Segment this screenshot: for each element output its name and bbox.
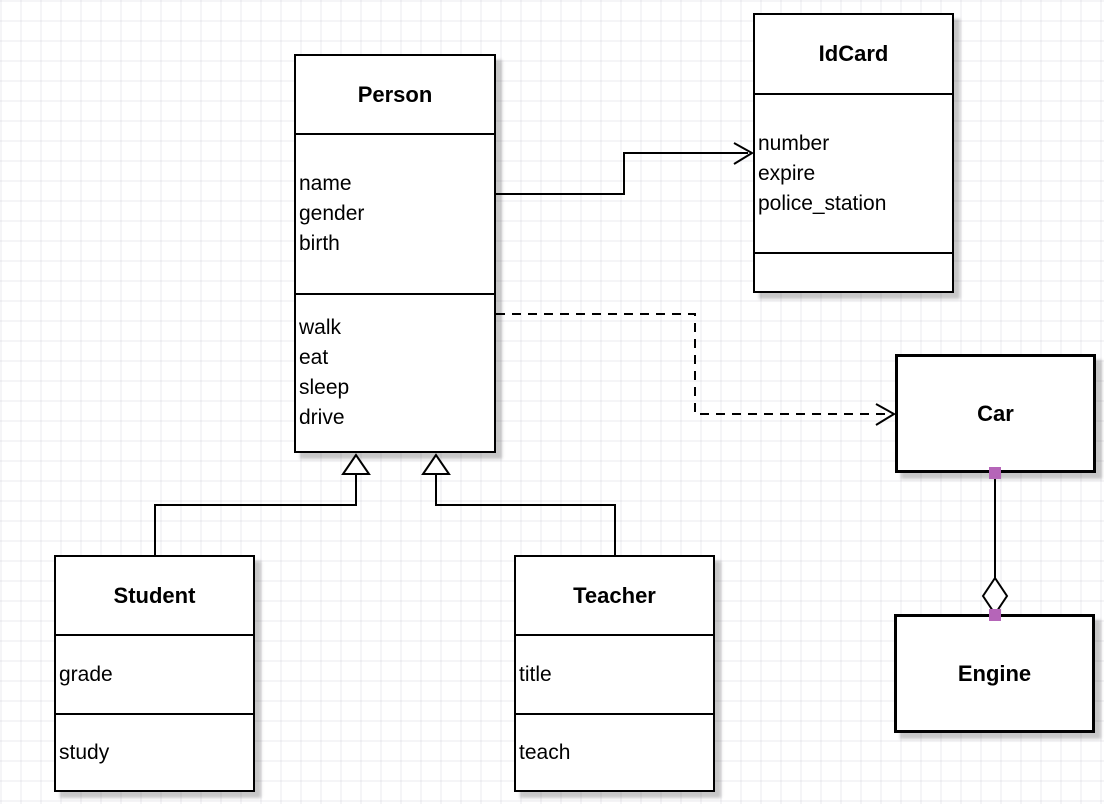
hollow-triangle-icon: [421, 453, 451, 475]
method-item: drive: [299, 406, 345, 429]
class-title-teacher: Teacher: [516, 557, 713, 636]
class-title-person: Person: [296, 56, 494, 135]
attribute-item: birth: [299, 232, 340, 255]
student-attributes-section: grade: [56, 636, 253, 715]
class-title-car: Car: [977, 400, 1014, 426]
class-box-car[interactable]: Car: [895, 354, 1096, 473]
hollow-diamond-icon: [981, 576, 1009, 616]
idcard-methods-section: [755, 254, 952, 291]
hollow-triangle-icon: [341, 453, 371, 475]
teacher-methods-section: teach: [516, 715, 713, 790]
attribute-item: number: [758, 131, 830, 155]
generalization-student-person[interactable]: [154, 474, 357, 555]
attribute-item: gender: [299, 202, 365, 225]
class-title-student: Student: [56, 557, 253, 636]
attribute-item: expire: [758, 161, 816, 185]
student-methods-section: study: [56, 715, 253, 790]
class-title-engine: Engine: [957, 660, 1032, 686]
teacher-attributes-section: title: [516, 636, 713, 715]
method-item: sleep: [299, 376, 350, 399]
idcard-attributes-section: number expire police_station: [755, 95, 952, 254]
class-box-person[interactable]: Person name gender birth walk eat sleep …: [294, 54, 496, 453]
method-item: study: [59, 740, 110, 764]
person-methods-section: walk eat sleep drive: [296, 295, 494, 451]
attribute-item: name: [299, 172, 352, 195]
class-title-idcard: IdCard: [755, 15, 952, 95]
association-person-idcard[interactable]: [496, 152, 748, 195]
method-item: walk: [299, 316, 342, 339]
class-box-engine[interactable]: Engine: [894, 614, 1095, 733]
method-item: teach: [519, 740, 571, 764]
person-attributes-section: name gender birth: [296, 135, 494, 295]
class-box-idcard[interactable]: IdCard number expire police_station: [753, 13, 954, 293]
method-item: eat: [299, 346, 329, 369]
attribute-item: police_station: [758, 191, 887, 215]
generalization-teacher-person[interactable]: [435, 474, 616, 555]
dependency-person-car[interactable]: [496, 313, 890, 415]
attribute-item: title: [519, 662, 552, 686]
class-box-teacher[interactable]: Teacher title teach: [514, 555, 715, 792]
attribute-item: grade: [59, 662, 113, 686]
class-box-student[interactable]: Student grade study: [54, 555, 255, 792]
